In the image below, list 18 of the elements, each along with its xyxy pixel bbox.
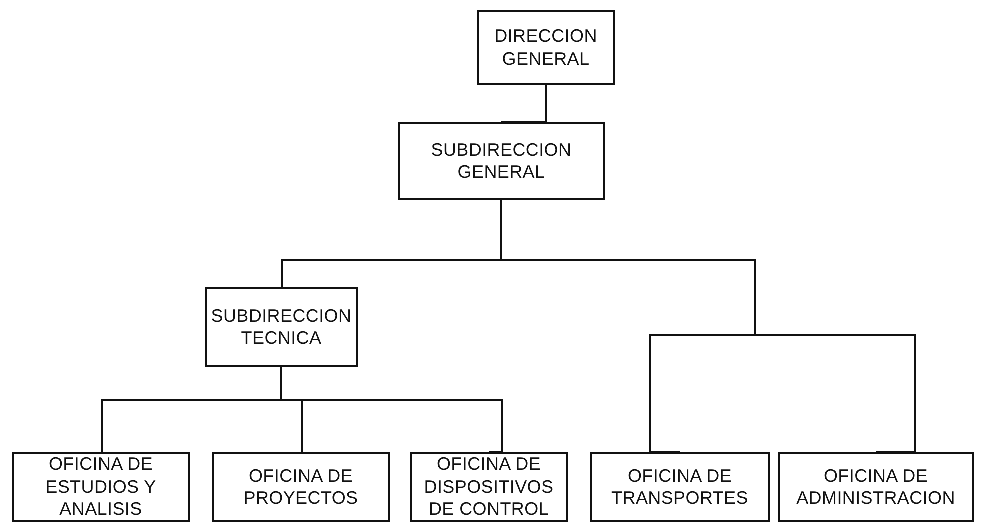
unit-name: DIRECCION GENERAL [494, 25, 598, 70]
unit-name: OFICINA DE ESTUDIOS Y ANALISIS [44, 453, 158, 521]
unit-name: OFICINA DE ADMINISTRACION [796, 464, 956, 510]
unit-name: OFICINA DE TRANSPORTES [610, 464, 750, 510]
org-box [205, 287, 358, 367]
org-box [477, 10, 615, 85]
org-box [398, 122, 605, 200]
org-box [778, 452, 974, 522]
unit-name: OFICINA DE DISPOSITIVOS DE CONTROL [423, 453, 555, 521]
unit-name: SUBDIRECCION GENERAL [430, 138, 573, 184]
connector-line [280, 367, 503, 453]
org-box [12, 452, 190, 522]
connector-line [502, 85, 547, 123]
org-box [410, 452, 568, 522]
org-box [212, 452, 390, 522]
unit-name: SUBDIRECCION TECNICA [211, 304, 352, 350]
org-box [590, 452, 770, 522]
unit-name: OFICINA DE PROYECTOS [242, 464, 360, 510]
